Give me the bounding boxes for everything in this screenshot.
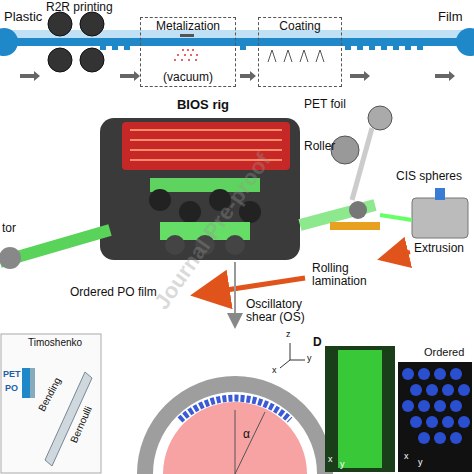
extruder: [412, 198, 468, 238]
axis-label: x: [328, 455, 333, 465]
print-rollers: [48, 12, 104, 72]
coating-nozzles: [268, 50, 324, 62]
pet-layer: [30, 368, 35, 398]
motor-roll: [0, 247, 21, 269]
process-box: Coating: [258, 17, 342, 87]
process-label: Film: [438, 10, 463, 24]
axes: [280, 343, 305, 368]
pet-foil: [352, 128, 372, 200]
axis-label: x: [404, 452, 409, 462]
printed-pattern: [100, 46, 423, 50]
zoom-arrow: [234, 262, 236, 325]
box-title: BIOS rig: [100, 98, 306, 112]
axis-label: x: [272, 366, 277, 376]
micrograph-glow: [338, 350, 382, 468]
process-label: Plastic: [4, 10, 42, 24]
layer-label: PET: [3, 370, 21, 380]
extrusion-arrow: [385, 252, 410, 258]
panel-label: Ordered: [424, 346, 464, 358]
lamination-plate: [330, 222, 380, 230]
angle-label: α: [243, 428, 250, 441]
panel-letter: D: [313, 336, 322, 349]
process-label: Oscillatory shear (OS): [246, 298, 330, 324]
metal-spray: [174, 34, 198, 61]
film-top: [0, 30, 474, 38]
box-note: (vacuum): [143, 71, 233, 84]
axis-label: z: [286, 330, 291, 340]
part-label: Extrusion: [414, 242, 464, 255]
shear-arrow: [200, 278, 305, 294]
extrudate: [380, 215, 412, 220]
feed-arrows: [20, 71, 455, 81]
film-band: [0, 38, 474, 46]
layer-label: PO: [5, 384, 18, 394]
angle-line: [235, 410, 236, 474]
box-title: Coating: [261, 20, 339, 33]
inset-frame: [1, 334, 101, 473]
process-box: Metalization (vacuum): [140, 17, 236, 87]
machine-box: BIOS rig: [100, 98, 306, 260]
part-label: Ordered PO film: [70, 286, 157, 299]
axis-label: y: [307, 354, 312, 364]
angle-line: [235, 412, 265, 474]
part-label: CIS spheres: [396, 170, 462, 183]
process-label: Rolling lamination: [312, 262, 384, 288]
lamination-roller: [349, 201, 367, 219]
pet-foil-roll: [368, 106, 392, 130]
box-title: Metalization: [143, 20, 233, 33]
micrograph: [325, 346, 395, 472]
model-label: Timoshenko: [28, 337, 82, 348]
process-label: R2R printing: [46, 1, 113, 14]
axis-label: y: [340, 460, 345, 470]
film-roll: [456, 28, 474, 56]
part-label: PET foil: [304, 98, 346, 111]
axis-label: y: [418, 458, 423, 468]
part-label: Roller: [304, 140, 335, 153]
extruder-nozzle: [435, 188, 445, 200]
part-label: tor: [2, 222, 16, 235]
po-layer: [22, 368, 30, 398]
sphere-lattice: [398, 362, 472, 472]
film-roll: [0, 28, 18, 56]
